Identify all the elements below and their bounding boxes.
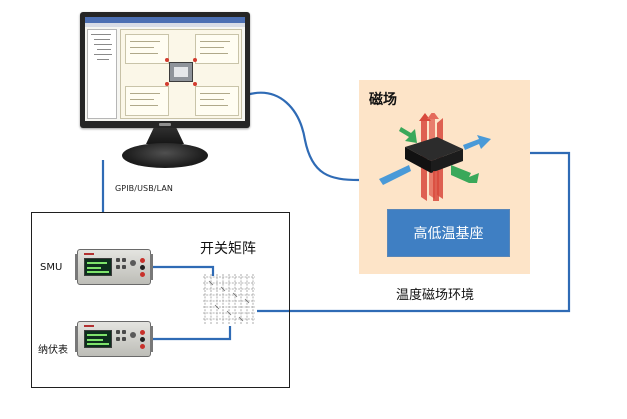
green-arrow-icon [399, 127, 417, 143]
tree-item [97, 49, 111, 50]
tree-item [94, 44, 112, 45]
panel-button [116, 337, 120, 341]
app-project-tree [87, 29, 117, 119]
smu-label: SMU [40, 262, 63, 273]
instrument-rack-box [31, 212, 290, 388]
monitor-logo [159, 123, 171, 126]
magnetic-field-title: 磁场 [369, 92, 397, 108]
panel-button [122, 258, 126, 262]
canvas-panel [125, 86, 169, 116]
sample-holder [405, 137, 463, 161]
environment-caption: 温度磁场环境 [396, 288, 475, 303]
terminal-red [140, 272, 145, 277]
terminal-red [140, 330, 145, 335]
canvas-panel [195, 34, 239, 64]
blue-arrow-icon [379, 165, 411, 185]
panel-button [122, 330, 126, 334]
monitor-base [122, 143, 208, 168]
bus-label: GPIB/USB/LAN [115, 184, 173, 193]
terminal-black [140, 265, 145, 270]
smu-instrument [75, 249, 153, 285]
app-menu-bar [85, 23, 245, 27]
canvas-device-icon [169, 62, 193, 82]
panel-button [116, 330, 120, 334]
canvas-connector [193, 58, 197, 62]
green-arrow-icon [451, 165, 479, 183]
canvas-connector [165, 82, 169, 86]
panel-button [122, 337, 126, 341]
terminal-black [140, 337, 145, 342]
monitor-neck [146, 128, 184, 144]
brand-stripe [84, 253, 94, 255]
blue-arrow-icon [463, 135, 491, 150]
app-title-bar [85, 17, 245, 23]
tree-item [94, 39, 110, 40]
nanovoltmeter-label: 纳伏表 [38, 345, 68, 356]
nanovoltmeter-to-matrix-cable [150, 326, 232, 341]
rotary-knob [130, 332, 136, 338]
switch-matrix-title: 开关矩阵 [200, 241, 256, 257]
monitor-bezel [80, 12, 250, 128]
software-screen [85, 17, 245, 121]
canvas-connector [165, 58, 169, 62]
panel-button [122, 265, 126, 269]
tree-item [94, 54, 112, 55]
tree-item [91, 34, 111, 35]
canvas-connector [193, 82, 197, 86]
switch-matrix-icon [203, 274, 255, 324]
tree-item [97, 59, 109, 60]
brand-stripe [84, 325, 94, 327]
rotary-knob [130, 260, 136, 266]
nanovoltmeter-display [84, 330, 112, 348]
terminal-red [140, 258, 145, 263]
temperature-stage: 高低温基座 [387, 209, 510, 257]
nanovoltmeter-instrument [75, 321, 153, 357]
sample-holder-icon [379, 113, 491, 201]
temperature-stage-label: 高低温基座 [413, 226, 484, 242]
app-connection-canvas [120, 29, 242, 119]
canvas-panel [125, 34, 169, 64]
panel-button [116, 258, 120, 262]
computer-monitor [80, 12, 252, 172]
canvas-panel [195, 86, 239, 116]
smu-to-matrix-cable [150, 265, 215, 276]
computer-to-environment-cable [245, 91, 360, 182]
terminal-red [140, 344, 145, 349]
smu-display [84, 258, 112, 276]
panel-button [116, 265, 120, 269]
